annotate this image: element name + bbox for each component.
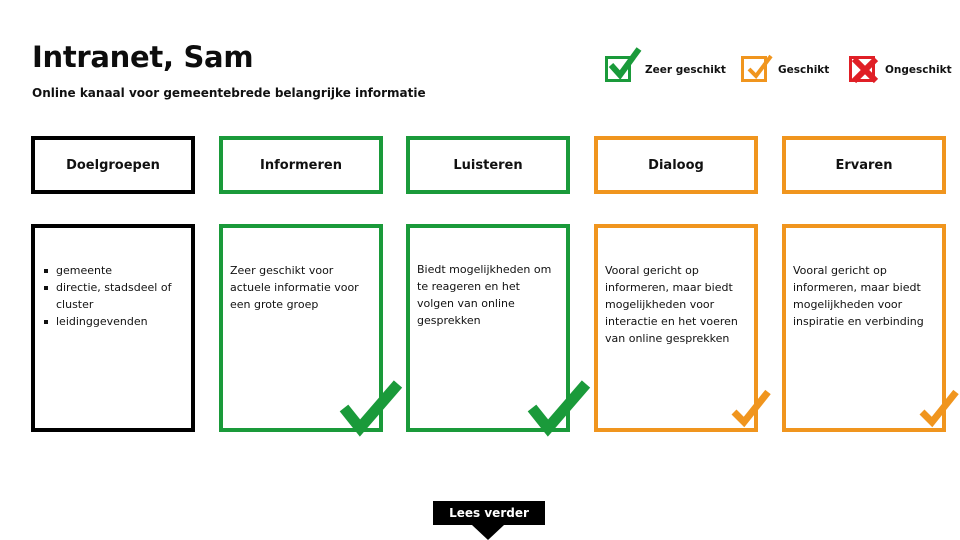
doelgroepen-list: gemeente directie, stadsdeel of cluster … [42, 262, 185, 330]
column-header-ervaren: Ervaren [782, 136, 946, 194]
column-header-informeren: Informeren [219, 136, 383, 194]
geschikt-check-icon [741, 54, 773, 82]
column-description: Vooral gericht op informeren, maar biedt… [793, 264, 924, 328]
column-description: Biedt mogelijkheden om te reageren en he… [417, 263, 552, 327]
legend-label: Geschikt [778, 64, 830, 76]
list-item: directie, stadsdeel of cluster [42, 279, 185, 313]
geschikt-check-icon [919, 389, 959, 428]
column-content-dialoog: Vooral gericht op informeren, maar biedt… [594, 224, 758, 432]
zeer-geschikt-check-icon [605, 47, 642, 82]
page-title: Intranet, Sam [32, 40, 254, 74]
column-header-luisteren: Luisteren [406, 136, 570, 194]
legend-label: Zeer geschikt [645, 64, 726, 76]
geschikt-check-icon [731, 389, 771, 428]
column-content-doelgroepen: gemeente directie, stadsdeel of cluster … [31, 224, 195, 432]
column-content-informeren: Zeer geschikt voor actuele informatie vo… [219, 224, 383, 432]
column-header-dialoog: Dialoog [594, 136, 758, 194]
legend-label: Ongeschikt [885, 64, 952, 76]
zeer-geschikt-check-icon [527, 380, 591, 437]
ongeschikt-cross-icon [849, 56, 879, 84]
page-subtitle: Online kanaal voor gemeentebrede belangr… [32, 86, 426, 100]
arrow-down-icon[interactable] [472, 525, 504, 540]
column-description: Zeer geschikt voor actuele informatie vo… [230, 264, 359, 311]
column-content-ervaren: Vooral gericht op informeren, maar biedt… [782, 224, 946, 432]
list-item: gemeente [42, 262, 185, 279]
zeer-geschikt-check-icon [339, 380, 403, 437]
legend: Zeer geschikt Geschikt Ongeschikt [0, 47, 960, 88]
list-item: leidinggevenden [42, 313, 185, 330]
lees-verder-button[interactable]: Lees verder [433, 501, 545, 525]
column-header-doelgroepen: Doelgroepen [31, 136, 195, 194]
column-description: Vooral gericht op informeren, maar biedt… [605, 264, 738, 345]
column-content-luisteren: Biedt mogelijkheden om te reageren en he… [406, 224, 570, 432]
